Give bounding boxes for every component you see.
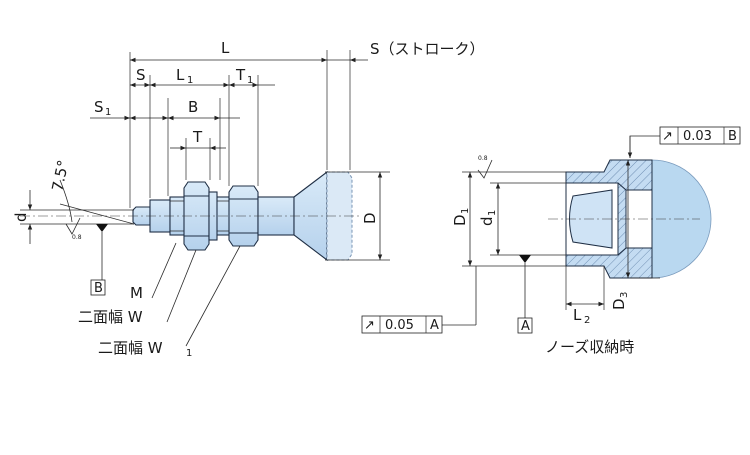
runout-left-value: 0.05 xyxy=(385,318,414,333)
svg-text:d: d xyxy=(478,216,496,226)
svg-text:二面幅 W: 二面幅 W xyxy=(98,339,163,357)
svg-text:1: 1 xyxy=(186,348,192,359)
label-W: 二面幅 W xyxy=(78,308,143,326)
leader-lines-left xyxy=(151,242,241,347)
svg-text:S: S xyxy=(94,98,104,116)
label-nose: ノーズ収納時 xyxy=(545,338,634,356)
svg-text:2: 2 xyxy=(584,315,590,326)
runout-left-symbol: ↗ xyxy=(364,318,375,333)
svg-text:L: L xyxy=(573,306,582,324)
svg-text:1: 1 xyxy=(187,75,193,86)
label-D3: D 3 xyxy=(610,292,630,310)
label-d1: d 1 xyxy=(478,210,498,226)
label-S: S xyxy=(136,66,146,84)
label-T: T xyxy=(192,128,203,146)
datum-box-B: B xyxy=(90,279,106,296)
label-angle: 7.5° xyxy=(48,158,72,192)
label-T1: T 1 xyxy=(235,66,253,86)
runout-frame-right: ↗ 0.03 B xyxy=(659,126,741,145)
labels-left: L S（ストローク） S L 1 T 1 S 1 B T 7.5° d D B … xyxy=(12,39,485,359)
label-D: D xyxy=(361,212,379,224)
svg-text:T: T xyxy=(235,66,246,84)
label-S1: S 1 xyxy=(94,98,111,118)
svg-text:D: D xyxy=(610,298,628,310)
label-L: L xyxy=(221,39,230,57)
label-D1: D 1 xyxy=(451,208,471,226)
svg-text:B: B xyxy=(94,281,103,296)
mounting-section-view xyxy=(548,159,712,279)
svg-text:1: 1 xyxy=(247,75,253,86)
roughness-face-value: 0.8 xyxy=(478,155,488,162)
dimensions-right: 0.8 xyxy=(442,135,660,326)
label-L1: L 1 xyxy=(176,66,193,86)
label-B: B xyxy=(188,98,198,116)
roughness-pin-value: 0.8 xyxy=(72,234,82,241)
label-stroke: S（ストローク） xyxy=(370,40,485,58)
svg-text:L: L xyxy=(176,66,185,84)
runout-frame-left: ↗ 0.05 A xyxy=(361,315,443,334)
label-d: d xyxy=(12,212,30,222)
dimensions-left xyxy=(27,57,383,260)
svg-text:1: 1 xyxy=(487,210,498,216)
datum-box-A: A xyxy=(517,317,533,334)
label-M: M xyxy=(130,284,143,302)
roughness-pin: 0.8 xyxy=(65,217,108,280)
labels-right: D 1 d 1 D 3 L 2 A ノーズ収納時 xyxy=(451,208,634,356)
runout-right-datum: B xyxy=(728,129,737,144)
runout-right-symbol: ↗ xyxy=(662,129,673,144)
label-L2: L 2 xyxy=(573,306,590,326)
svg-text:1: 1 xyxy=(460,208,471,214)
runout-right-value: 0.03 xyxy=(683,129,712,144)
svg-text:3: 3 xyxy=(619,292,630,298)
plunger-side-view xyxy=(20,170,362,262)
runout-left-datum: A xyxy=(430,318,439,333)
svg-text:A: A xyxy=(521,319,530,334)
svg-text:D: D xyxy=(451,214,469,226)
svg-text:1: 1 xyxy=(105,107,111,118)
label-W1: 二面幅 W 1 xyxy=(98,339,192,359)
